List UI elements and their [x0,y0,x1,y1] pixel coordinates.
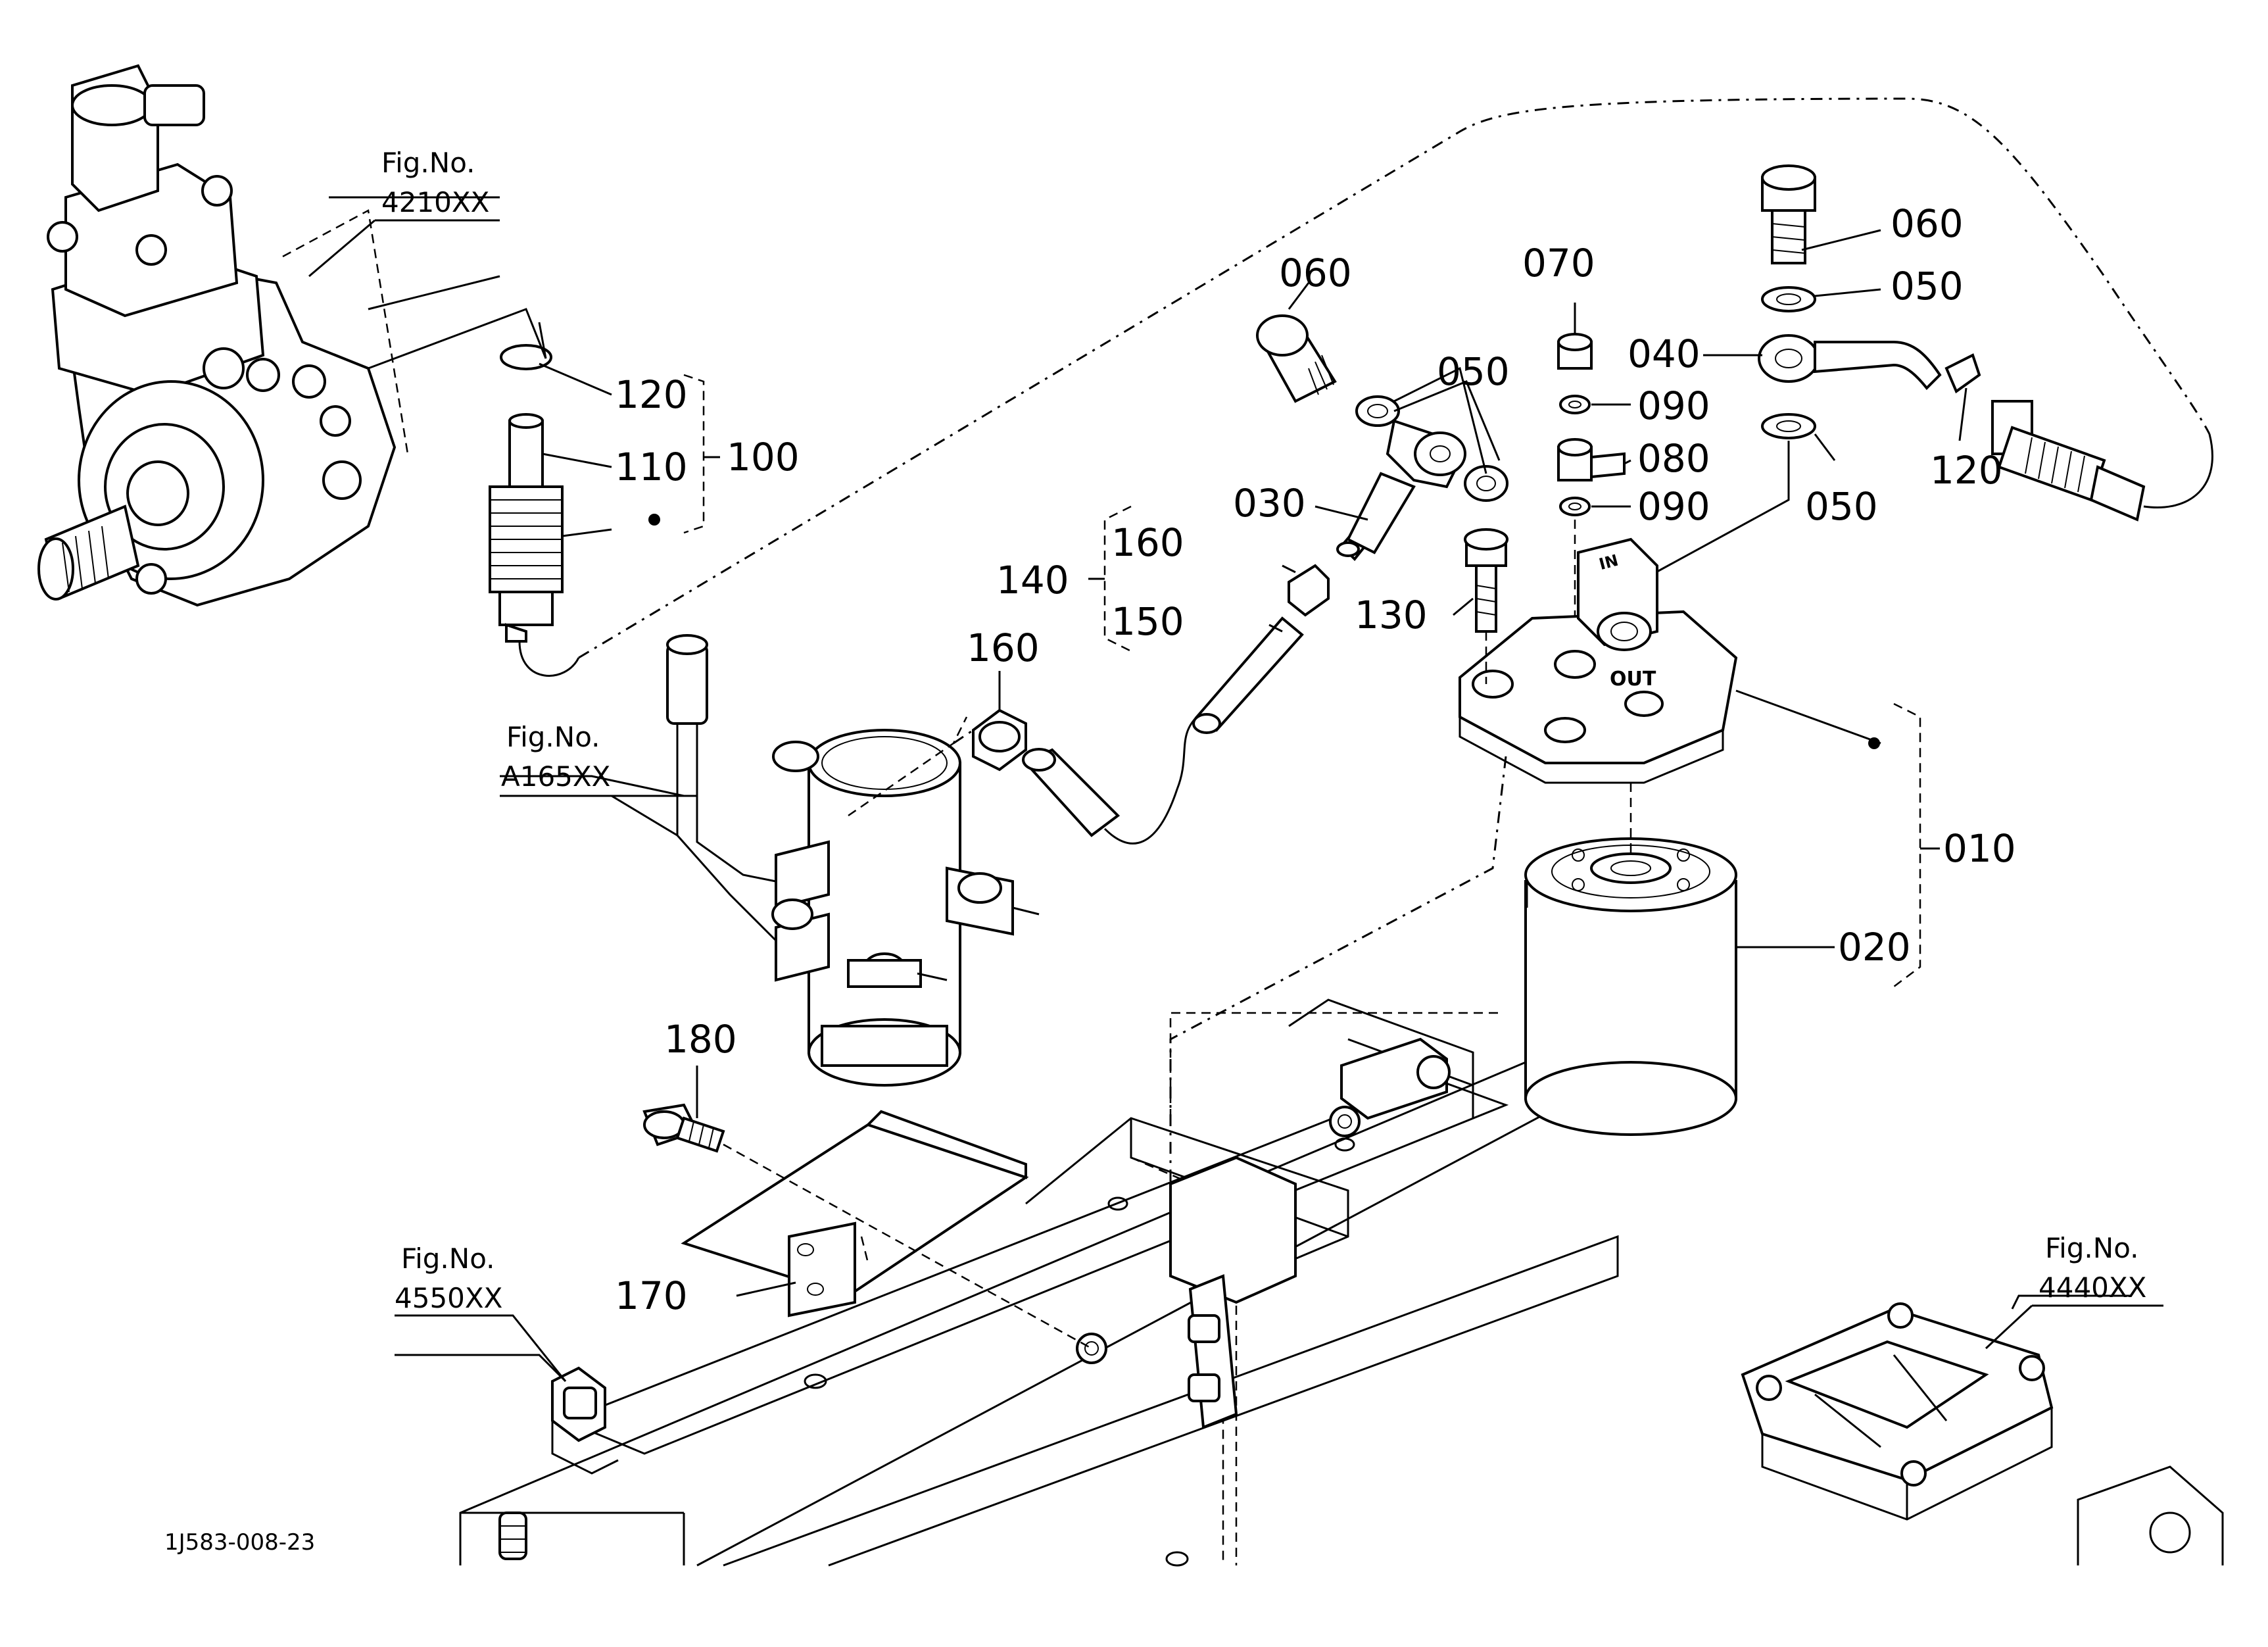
part-label-090-upper: 090 [1637,383,1710,428]
fig-ref-4550: Fig.No. 4550XX [395,1242,567,1382]
group-brackets [648,374,1940,987]
part-label-150: 150 [1111,599,1184,644]
part-label-160-upper: 160 [1111,520,1184,565]
part-label-120-right: 120 [1930,448,2003,493]
part-label-160-lower: 160 [967,626,1040,670]
part-label-110: 110 [615,445,688,489]
banjo-030-group [1256,314,1508,554]
fig-ref-a165-prefix: Fig.No. [506,721,600,753]
fig-4550-part [498,1366,619,1560]
routing-lines [578,97,2211,1184]
part-label-120-left: 120 [615,372,688,417]
part-label-130: 130 [1355,593,1428,637]
fig-ref-4210: Fig.No. 4210XX [308,147,500,278]
part-label-060-right: 060 [1891,201,1964,246]
bolt-130 [1464,528,1508,684]
part-label-180: 180 [664,1017,737,1062]
part-label-050-mid: 050 [1437,349,1510,394]
group-010-dot [1868,737,1880,749]
filter-head-out-mark: OUT [1610,668,1656,691]
group-100-dot [648,514,660,526]
part-label-020: 020 [1838,925,1911,970]
fig-ref-4550-number: 4550XX [395,1282,502,1314]
fig-ref-4210-prefix: Fig.No. [381,147,475,179]
injection-pump [37,64,409,607]
banjo-040-group [1643,164,2213,580]
part-label-050-top-right: 050 [1891,264,1964,308]
frame-bracket [1076,1037,1451,1429]
air-vent-stack [1557,333,1626,658]
part-label-050-bottom-right: 050 [1805,484,1878,529]
part-label-010: 010 [1943,826,2016,871]
hose-assembly-100 [368,308,580,677]
part-label-030: 030 [1233,481,1306,526]
part-label-170: 170 [615,1273,688,1318]
fig-ref-4210-number: 4210XX [381,186,489,218]
drawing-code: 1J583-008-23 [164,1529,315,1556]
fig-ref-a165: Fig.No. A165XX [500,721,678,837]
electric-fuel-pump [666,634,1040,1087]
part-label-140: 140 [996,558,1069,602]
filter-head: OUT IN [1459,537,1738,784]
bracket-170 [642,1103,1092,1350]
fig-ref-4440: Fig.No. 4440XX [1985,1232,2163,1350]
part-label-040: 040 [1628,332,1701,376]
part-label-060-left: 060 [1279,251,1352,295]
fig-ref-4440-number: 4440XX [2039,1271,2146,1304]
leader-lines [329,196,2131,1383]
part-number-labels: 060 070 050 060 050 040 090 080 090 050 … [615,201,2016,1318]
fig-ref-4550-prefix: Fig.No. [401,1242,495,1275]
part-label-090-lower: 090 [1637,484,1710,529]
part-label-080: 080 [1637,436,1710,481]
part-label-100: 100 [727,435,800,479]
fig-ref-a165-number: A165XX [501,760,610,793]
fig-ref-4440-prefix: Fig.No. [2045,1232,2139,1264]
filter-cartridge [1524,783,1737,1136]
part-label-070: 070 [1522,241,1595,285]
fig-4440-part [1741,1302,2224,1565]
